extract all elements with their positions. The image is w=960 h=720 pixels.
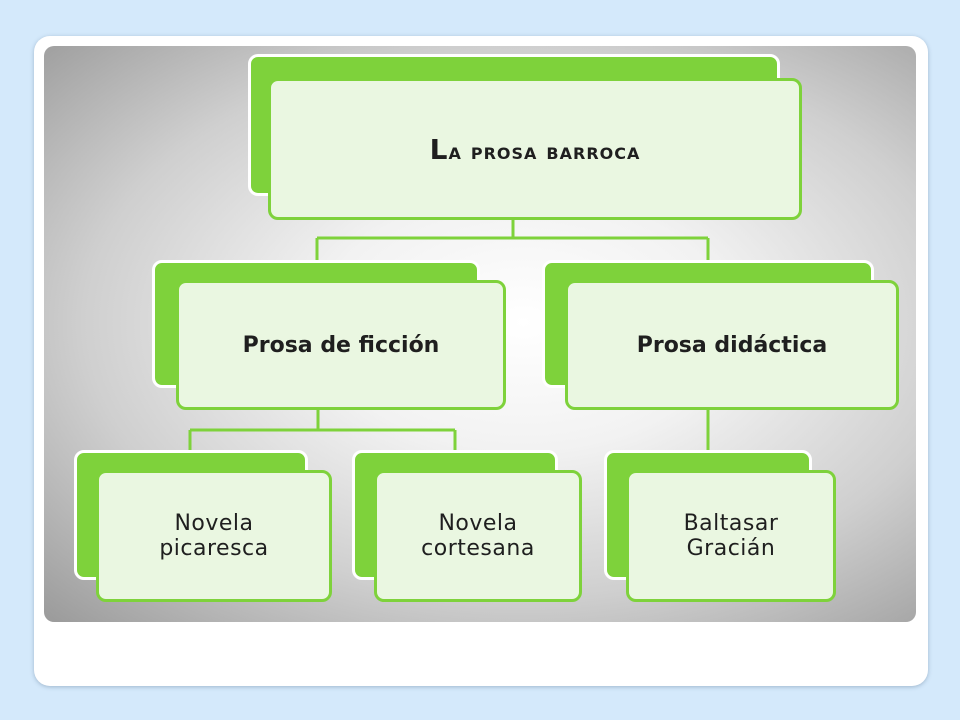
leaf-novela-cortesana[interactable]: Novela cortesana [374, 470, 582, 602]
leaf-line: Gracián [686, 536, 776, 561]
leaf-baltasar-gracian[interactable]: Baltasar Gracián [626, 470, 836, 602]
branch-label: Prosa didáctica [636, 332, 828, 358]
leaf-novela-picaresca[interactable]: Novela picaresca [96, 470, 332, 602]
leaf-line: Novela [174, 510, 254, 536]
leaf-line: picaresca [159, 536, 269, 561]
branch-prosa-didactica[interactable]: Prosa didáctica [565, 280, 899, 410]
branch-prosa-de-ficcion[interactable]: Prosa de ficción [176, 280, 506, 410]
leaf-line: cortesana [421, 536, 535, 561]
branch-label: Prosa de ficción [242, 332, 440, 358]
leaf-line: Novela [438, 510, 518, 536]
root-node[interactable]: La prosa barroca [268, 78, 802, 220]
leaf-line: Baltasar [683, 510, 779, 536]
root-title: La prosa barroca [429, 132, 641, 166]
connector-ficcion-to-children [188, 392, 457, 452]
